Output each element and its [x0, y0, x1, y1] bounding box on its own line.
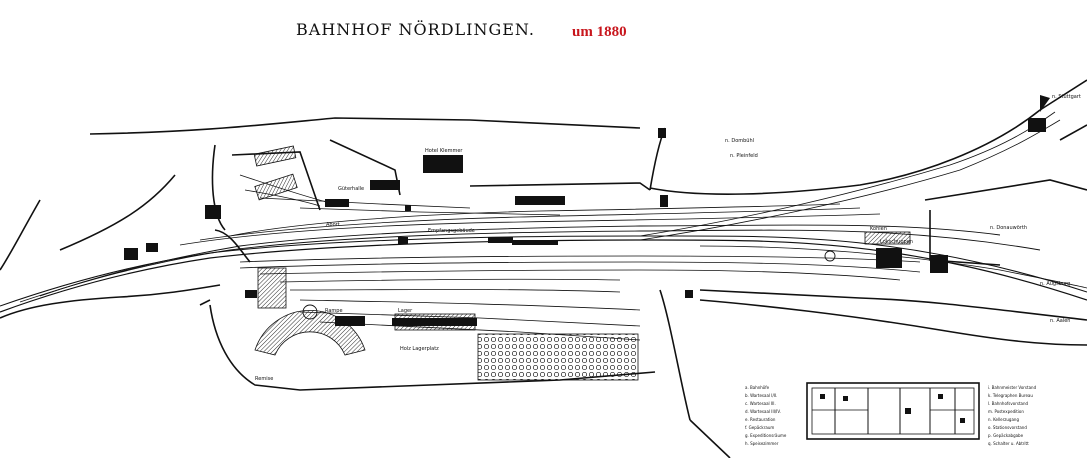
label-lokschuppen: Lokschuppen: [880, 239, 913, 245]
label-nach-augsburg: n. Augsburg: [1040, 281, 1070, 287]
label-kohlen: Kohlen: [870, 226, 887, 232]
label-nach-pleinfeld: n. Pleinfeld: [730, 153, 758, 159]
legend-item: o. Stationsvorstand: [988, 425, 1027, 430]
label-lager: Lager: [398, 308, 413, 314]
legend-item: h. Speisezimmer: [745, 441, 779, 446]
legend-item: q. Schalter u. Abtritt: [988, 441, 1029, 446]
label-remise: Remise: [255, 376, 273, 382]
label-gueterhalle: Güterhalle: [338, 186, 364, 192]
label-rampe: Rampe: [325, 308, 343, 314]
legend-item: k. Telegraphen Bureau: [988, 393, 1033, 398]
label-nach-donauwoerth: n. Donauwörth: [990, 225, 1027, 231]
plan-labels: Hotel Klemmer Empfangsgebäude Güterhalle…: [255, 94, 1081, 382]
legend-item: m. Postexpedition: [988, 409, 1024, 414]
legend-left: a. Bahnhöfe b. Wartesaal I/II. c. Wartes…: [745, 385, 787, 446]
legend-item: g. Expeditionsräume: [745, 433, 787, 438]
tracks: [0, 111, 1087, 341]
legend-item: b. Wartesaal I/II.: [745, 393, 777, 398]
legend-item: n. Kellerzugang: [988, 417, 1019, 422]
hotel-building: [423, 155, 463, 173]
map-date: um 1880: [572, 24, 627, 40]
storage-yard: [477, 333, 639, 381]
buildings: [124, 95, 1050, 381]
label-nach-aalen: n. Aalen: [1050, 318, 1070, 324]
legend-item: l. Bahnhofsvorstand: [988, 401, 1028, 406]
floor-plan: [806, 382, 980, 440]
label-holzlagerplatz: Holz Lagerplatz: [400, 346, 439, 352]
roads: [0, 79, 1087, 458]
legend-right: i. Bahnmeister Vorstand k. Telegraphen B…: [988, 385, 1037, 446]
label-empfangsgebaeude: Empfangsgebäude: [428, 228, 475, 234]
legend-item: d. Wartesaal III/IV.: [745, 409, 781, 414]
legend-item: i. Bahnmeister Vorstand: [988, 385, 1037, 390]
engine-house: [876, 248, 902, 268]
label-hotel: Hotel Klemmer: [425, 148, 463, 154]
legend-item: p. Gepäckabgabe: [988, 433, 1024, 438]
roundhouse: [254, 310, 366, 356]
label-nach-stuttgart: n. Stuttgart: [1052, 94, 1081, 100]
legend-item: e. Restauration: [745, 417, 776, 422]
legend-item: c. Wartesaal III.: [745, 401, 776, 406]
label-nach-dombuehl: n. Dombühl: [725, 138, 754, 144]
legend-item: a. Bahnhöfe: [745, 385, 770, 390]
legend-item: f. Gepäckraum: [745, 425, 774, 430]
label-abort: Abort: [326, 222, 340, 228]
map-title: BAHNHOF NÖRDLINGEN.: [296, 20, 535, 39]
